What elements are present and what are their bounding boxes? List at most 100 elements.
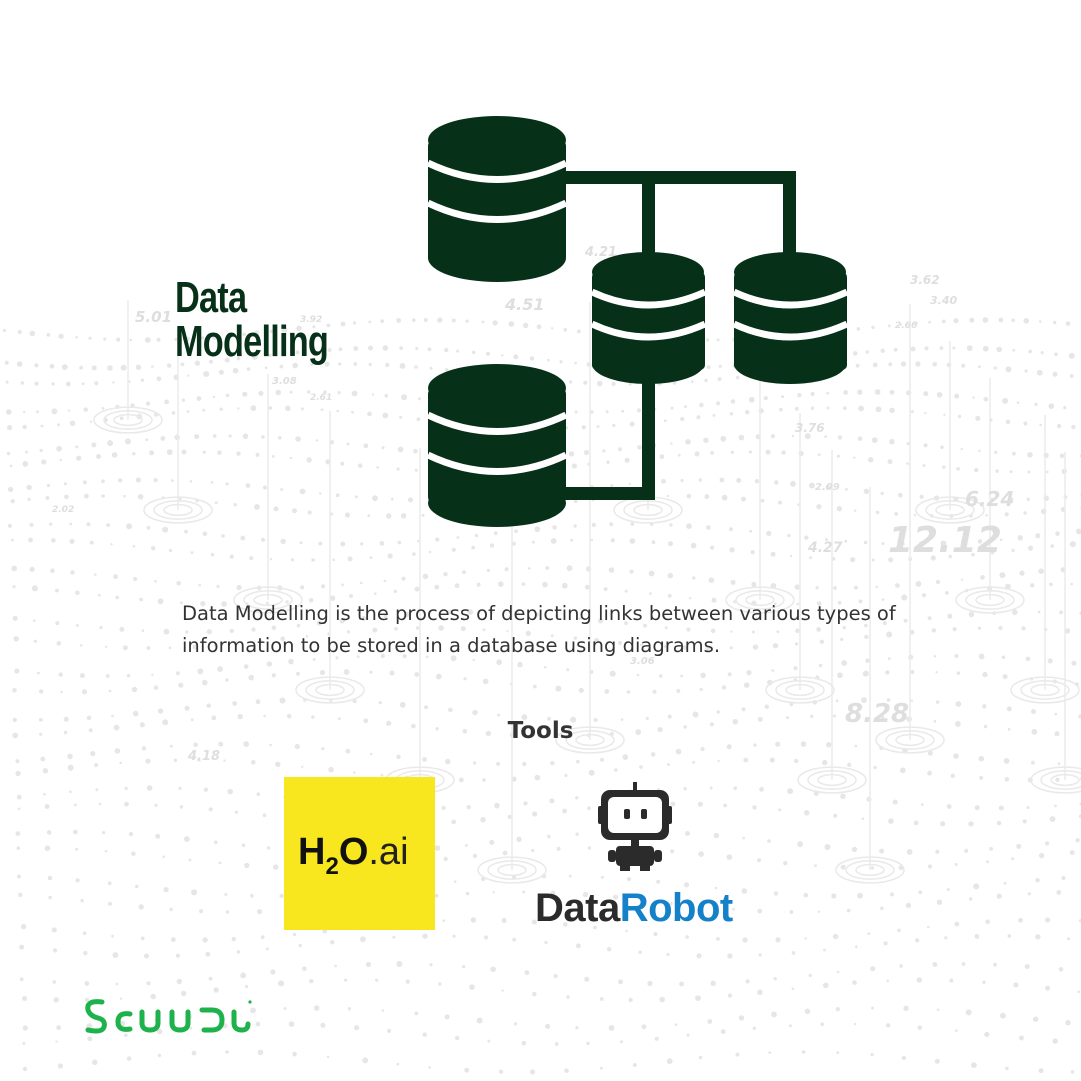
bg-dot [63, 482, 67, 486]
bg-dot [990, 550, 995, 555]
bg-dot [933, 655, 937, 658]
bg-dot [273, 864, 279, 870]
bg-dot [225, 678, 229, 682]
bg-dot [175, 953, 180, 958]
bg-dot [209, 359, 213, 364]
bg-dot [779, 407, 783, 412]
bg-dot [464, 844, 468, 847]
bg-dot [381, 446, 385, 450]
bg-dot [804, 937, 807, 940]
bg-dot [899, 964, 903, 968]
bg-dot [534, 612, 539, 617]
bg-dot [132, 710, 139, 717]
bg-dot [462, 570, 466, 575]
bg-dot [84, 997, 90, 1003]
description-text: Data Modelling is the process of depicti… [182, 602, 896, 657]
bg-dot [710, 451, 714, 455]
bg-dot [386, 720, 392, 726]
bg-dot [727, 953, 733, 959]
bg-dot [22, 461, 29, 467]
bg-dot [767, 839, 771, 843]
bg-dot [227, 788, 233, 795]
bg-dot [875, 406, 882, 413]
bg-dot [141, 629, 145, 633]
bg-dot [448, 707, 453, 713]
bg-dot [7, 425, 13, 431]
bg-dot [146, 785, 153, 791]
bg-dot [996, 893, 1002, 899]
bg-dot [250, 1007, 256, 1014]
bg-dot [14, 668, 20, 674]
bg-dot [384, 394, 389, 398]
bg-dot [690, 542, 697, 549]
bg-dot [549, 798, 555, 804]
bg-dot [591, 522, 596, 528]
bg-dot [857, 892, 863, 899]
bg-dot [206, 703, 211, 708]
bg-dot [480, 817, 486, 823]
bg-dot [964, 848, 969, 853]
bg-dot [11, 565, 18, 572]
bg-dot [886, 979, 889, 982]
bg-dot [139, 597, 144, 602]
bg-dot [935, 849, 940, 854]
bg-ring [487, 860, 537, 880]
bg-dot [191, 1050, 197, 1056]
bg-dot [760, 498, 765, 503]
bg-dot [741, 888, 748, 894]
bg-dot [791, 434, 795, 438]
bg-dot [106, 523, 111, 527]
bg-dot [501, 989, 504, 992]
bg-dot [67, 764, 74, 771]
bg-dot [307, 390, 311, 394]
bg-dot [4, 360, 9, 365]
bg-dot [801, 1050, 806, 1054]
bg-dot [928, 320, 931, 324]
bg-dot [900, 361, 907, 367]
bg-dot [111, 714, 114, 718]
bg-dot [720, 435, 727, 442]
bg-dot [259, 639, 263, 643]
bg-dot [368, 362, 372, 367]
bg-dot [590, 538, 593, 542]
bg-dot [573, 499, 578, 504]
bg-dot [380, 319, 385, 323]
bg-dot [111, 934, 114, 938]
bg-dot [524, 970, 530, 975]
bg-dot [1027, 452, 1033, 458]
bg-dot [175, 671, 180, 676]
bg-dot [111, 452, 118, 458]
scuudu-logo [85, 999, 252, 1034]
bg-dot [265, 601, 269, 605]
bg-dot [434, 584, 440, 590]
bg-dot [793, 666, 798, 671]
bg-dot [74, 803, 77, 807]
bg-dot [1069, 850, 1075, 856]
bg-dot [995, 469, 999, 473]
bg-dot [862, 670, 869, 677]
bg-dot [484, 935, 489, 940]
bg-dot [56, 641, 62, 646]
bg-dot [176, 978, 183, 985]
bg-dot [974, 805, 980, 811]
bg-dot [322, 929, 328, 934]
bg-ring [1050, 773, 1080, 787]
bg-dot [932, 362, 937, 367]
bg-dot [835, 1007, 840, 1012]
bg-dot [428, 550, 432, 554]
bg-dot [872, 362, 878, 368]
bg-dot [717, 377, 722, 382]
bg-dot [738, 1015, 745, 1021]
bg-dot [561, 582, 568, 589]
bg-dot [416, 417, 421, 422]
bg-dot [345, 748, 351, 754]
bg-dot [228, 334, 232, 338]
bg-dot [351, 410, 354, 414]
bg-dot [629, 569, 634, 574]
bg-dot [699, 402, 704, 408]
bg-dot [299, 541, 303, 545]
bg-dot [389, 670, 395, 676]
bg-dot [685, 439, 691, 445]
bg-dot [1004, 777, 1010, 782]
bg-dot [441, 805, 446, 811]
